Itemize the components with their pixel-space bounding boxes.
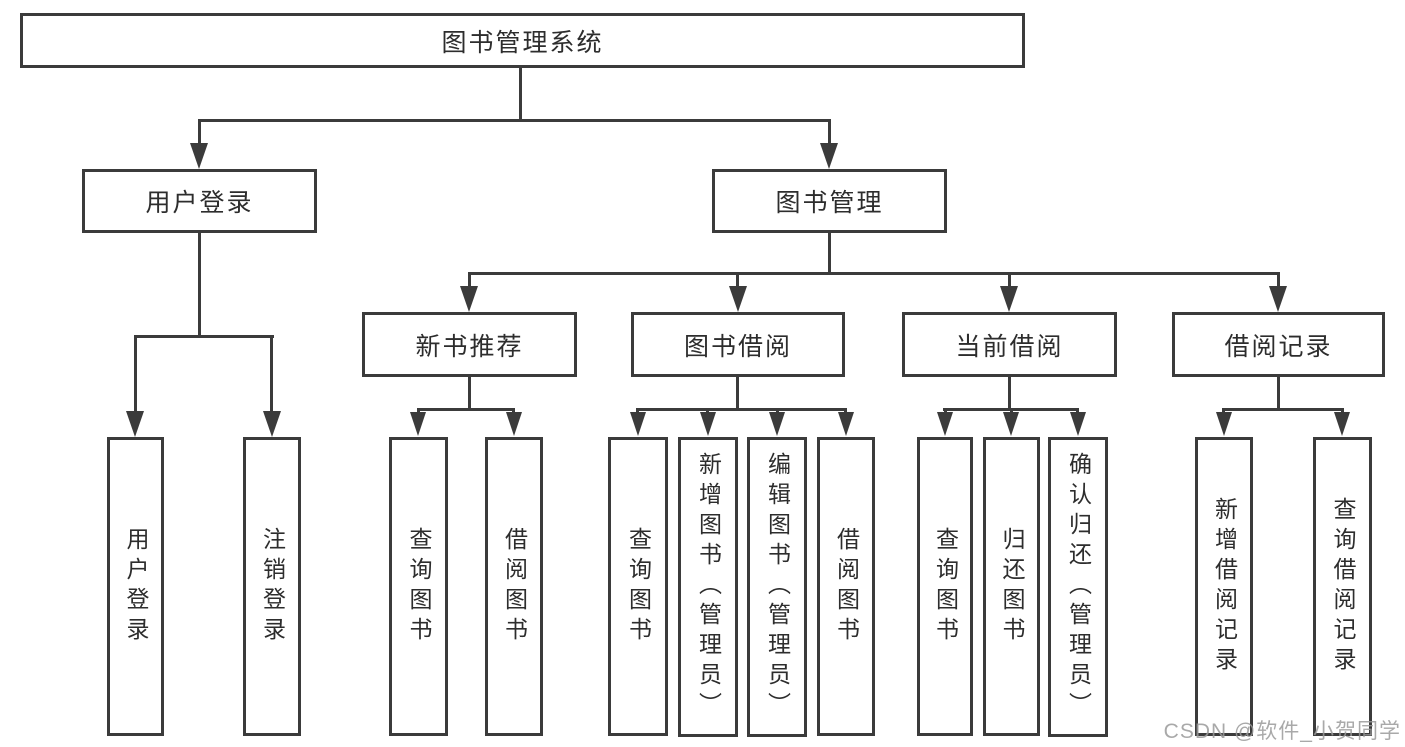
connector-arrowhead (190, 143, 208, 169)
connector-arrowhead (1269, 286, 1287, 312)
leaf-edit-book-admin-label: 编辑图书（管理员） (764, 452, 791, 722)
node-current-borrow-label: 当前借阅 (955, 332, 1064, 361)
node-book-management: 图书管理 (712, 169, 947, 233)
node-root-label: 图书管理系统 (441, 28, 604, 57)
leaf-add-book-admin-label: 新增图书（管理员） (695, 452, 722, 722)
connector-arrowhead (1000, 286, 1018, 312)
connector-arrowhead (838, 412, 854, 436)
connector-line (828, 119, 831, 146)
connector-line (844, 408, 847, 414)
leaf-confirm-return-admin: 确认归还（管理员） (1048, 437, 1108, 737)
connector-arrowhead (460, 286, 478, 312)
leaf-user-login-label: 用户登录 (123, 526, 149, 647)
connector-arrowhead (937, 412, 953, 436)
leaf-borrow-books-2-label: 借阅图书 (833, 526, 860, 647)
node-book-borrow: 图书借阅 (631, 312, 845, 377)
leaf-query-books-current: 查询图书 (917, 437, 973, 736)
connector-line (828, 232, 831, 275)
node-current-borrow: 当前借阅 (902, 312, 1117, 377)
connector-line (512, 408, 515, 414)
connector-line (417, 408, 515, 411)
connector-line (776, 408, 779, 414)
connector-line (134, 335, 137, 412)
leaf-add-borrow-record-label: 新增借阅记录 (1211, 496, 1238, 677)
connector-line (468, 272, 1280, 275)
node-new-book-recommend: 新书推荐 (362, 312, 577, 377)
leaf-borrow-books-2: 借阅图书 (817, 437, 875, 736)
leaf-return-book-label: 归还图书 (999, 526, 1025, 647)
node-borrow-records: 借阅记录 (1172, 312, 1385, 377)
connector-line (736, 272, 739, 288)
connector-arrowhead (126, 411, 144, 437)
leaf-confirm-return-admin-label: 确认归还（管理员） (1065, 452, 1092, 722)
node-book-management-label: 图书管理 (775, 189, 884, 217)
connector-line (417, 408, 420, 414)
connector-line (198, 119, 831, 122)
connector-arrowhead (630, 412, 646, 436)
connector-line (1008, 377, 1011, 411)
connector-line (1010, 408, 1013, 414)
node-borrow-records-label: 借阅记录 (1224, 332, 1333, 361)
connector-line (1076, 408, 1079, 414)
leaf-query-borrow-record: 查询借阅记录 (1313, 437, 1372, 736)
connector-arrowhead (700, 412, 716, 436)
connector-arrowhead (1070, 412, 1086, 436)
leaf-add-book-admin: 新增图书（管理员） (678, 437, 738, 737)
node-new-book-recommend-label: 新书推荐 (415, 332, 524, 361)
connector-arrowhead (769, 412, 785, 436)
connector-line (1341, 408, 1344, 414)
node-book-borrow-label: 图书借阅 (683, 332, 792, 361)
leaf-query-books-borrow: 查询图书 (608, 437, 668, 736)
connector-line (1008, 272, 1011, 288)
connector-line (1222, 408, 1225, 414)
node-user-login: 用户登录 (82, 169, 317, 233)
leaf-add-borrow-record: 新增借阅记录 (1195, 437, 1253, 736)
leaf-borrow-books-recommend: 借阅图书 (485, 437, 543, 736)
connector-arrowhead (506, 412, 522, 436)
connector-line (706, 408, 709, 414)
csdn-watermark: CSDN @软件_小贺同学 (1163, 720, 1401, 743)
connector-line (468, 272, 471, 288)
connector-arrowhead (1216, 412, 1232, 436)
connector-line (636, 408, 847, 411)
connector-line (519, 68, 522, 120)
connector-arrowhead (1334, 412, 1350, 436)
connector-line (636, 408, 639, 414)
connector-line (468, 377, 471, 411)
connector-line (198, 232, 201, 338)
connector-arrowhead (820, 143, 838, 169)
connector-line (1277, 377, 1280, 411)
leaf-return-book: 归还图书 (983, 437, 1040, 736)
leaf-edit-book-admin: 编辑图书（管理员） (747, 437, 807, 737)
connector-arrowhead (729, 286, 747, 312)
leaf-query-books-borrow-label: 查询图书 (625, 526, 652, 647)
connector-line (198, 119, 201, 146)
leaf-query-books-recommend: 查询图书 (389, 437, 448, 736)
node-root: 图书管理系统 (20, 13, 1025, 68)
connector-line (1222, 408, 1344, 411)
leaf-user-login: 用户登录 (107, 437, 164, 736)
node-user-login-label: 用户登录 (145, 189, 254, 217)
connector-arrowhead (1003, 412, 1019, 436)
connector-line (270, 335, 273, 412)
connector-line (134, 335, 274, 338)
connector-line (736, 377, 739, 411)
leaf-logout: 注销登录 (243, 437, 301, 736)
connector-arrowhead (263, 411, 281, 437)
leaf-borrow-books-recommend-label: 借阅图书 (501, 526, 528, 647)
leaf-query-books-current-label: 查询图书 (932, 526, 959, 647)
leaf-query-books-recommend-label: 查询图书 (406, 526, 432, 647)
leaf-query-borrow-record-label: 查询借阅记录 (1330, 496, 1356, 677)
leaf-logout-label: 注销登录 (259, 526, 286, 647)
connector-line (944, 408, 947, 414)
connector-arrowhead (410, 412, 426, 436)
connector-line (1277, 272, 1280, 288)
